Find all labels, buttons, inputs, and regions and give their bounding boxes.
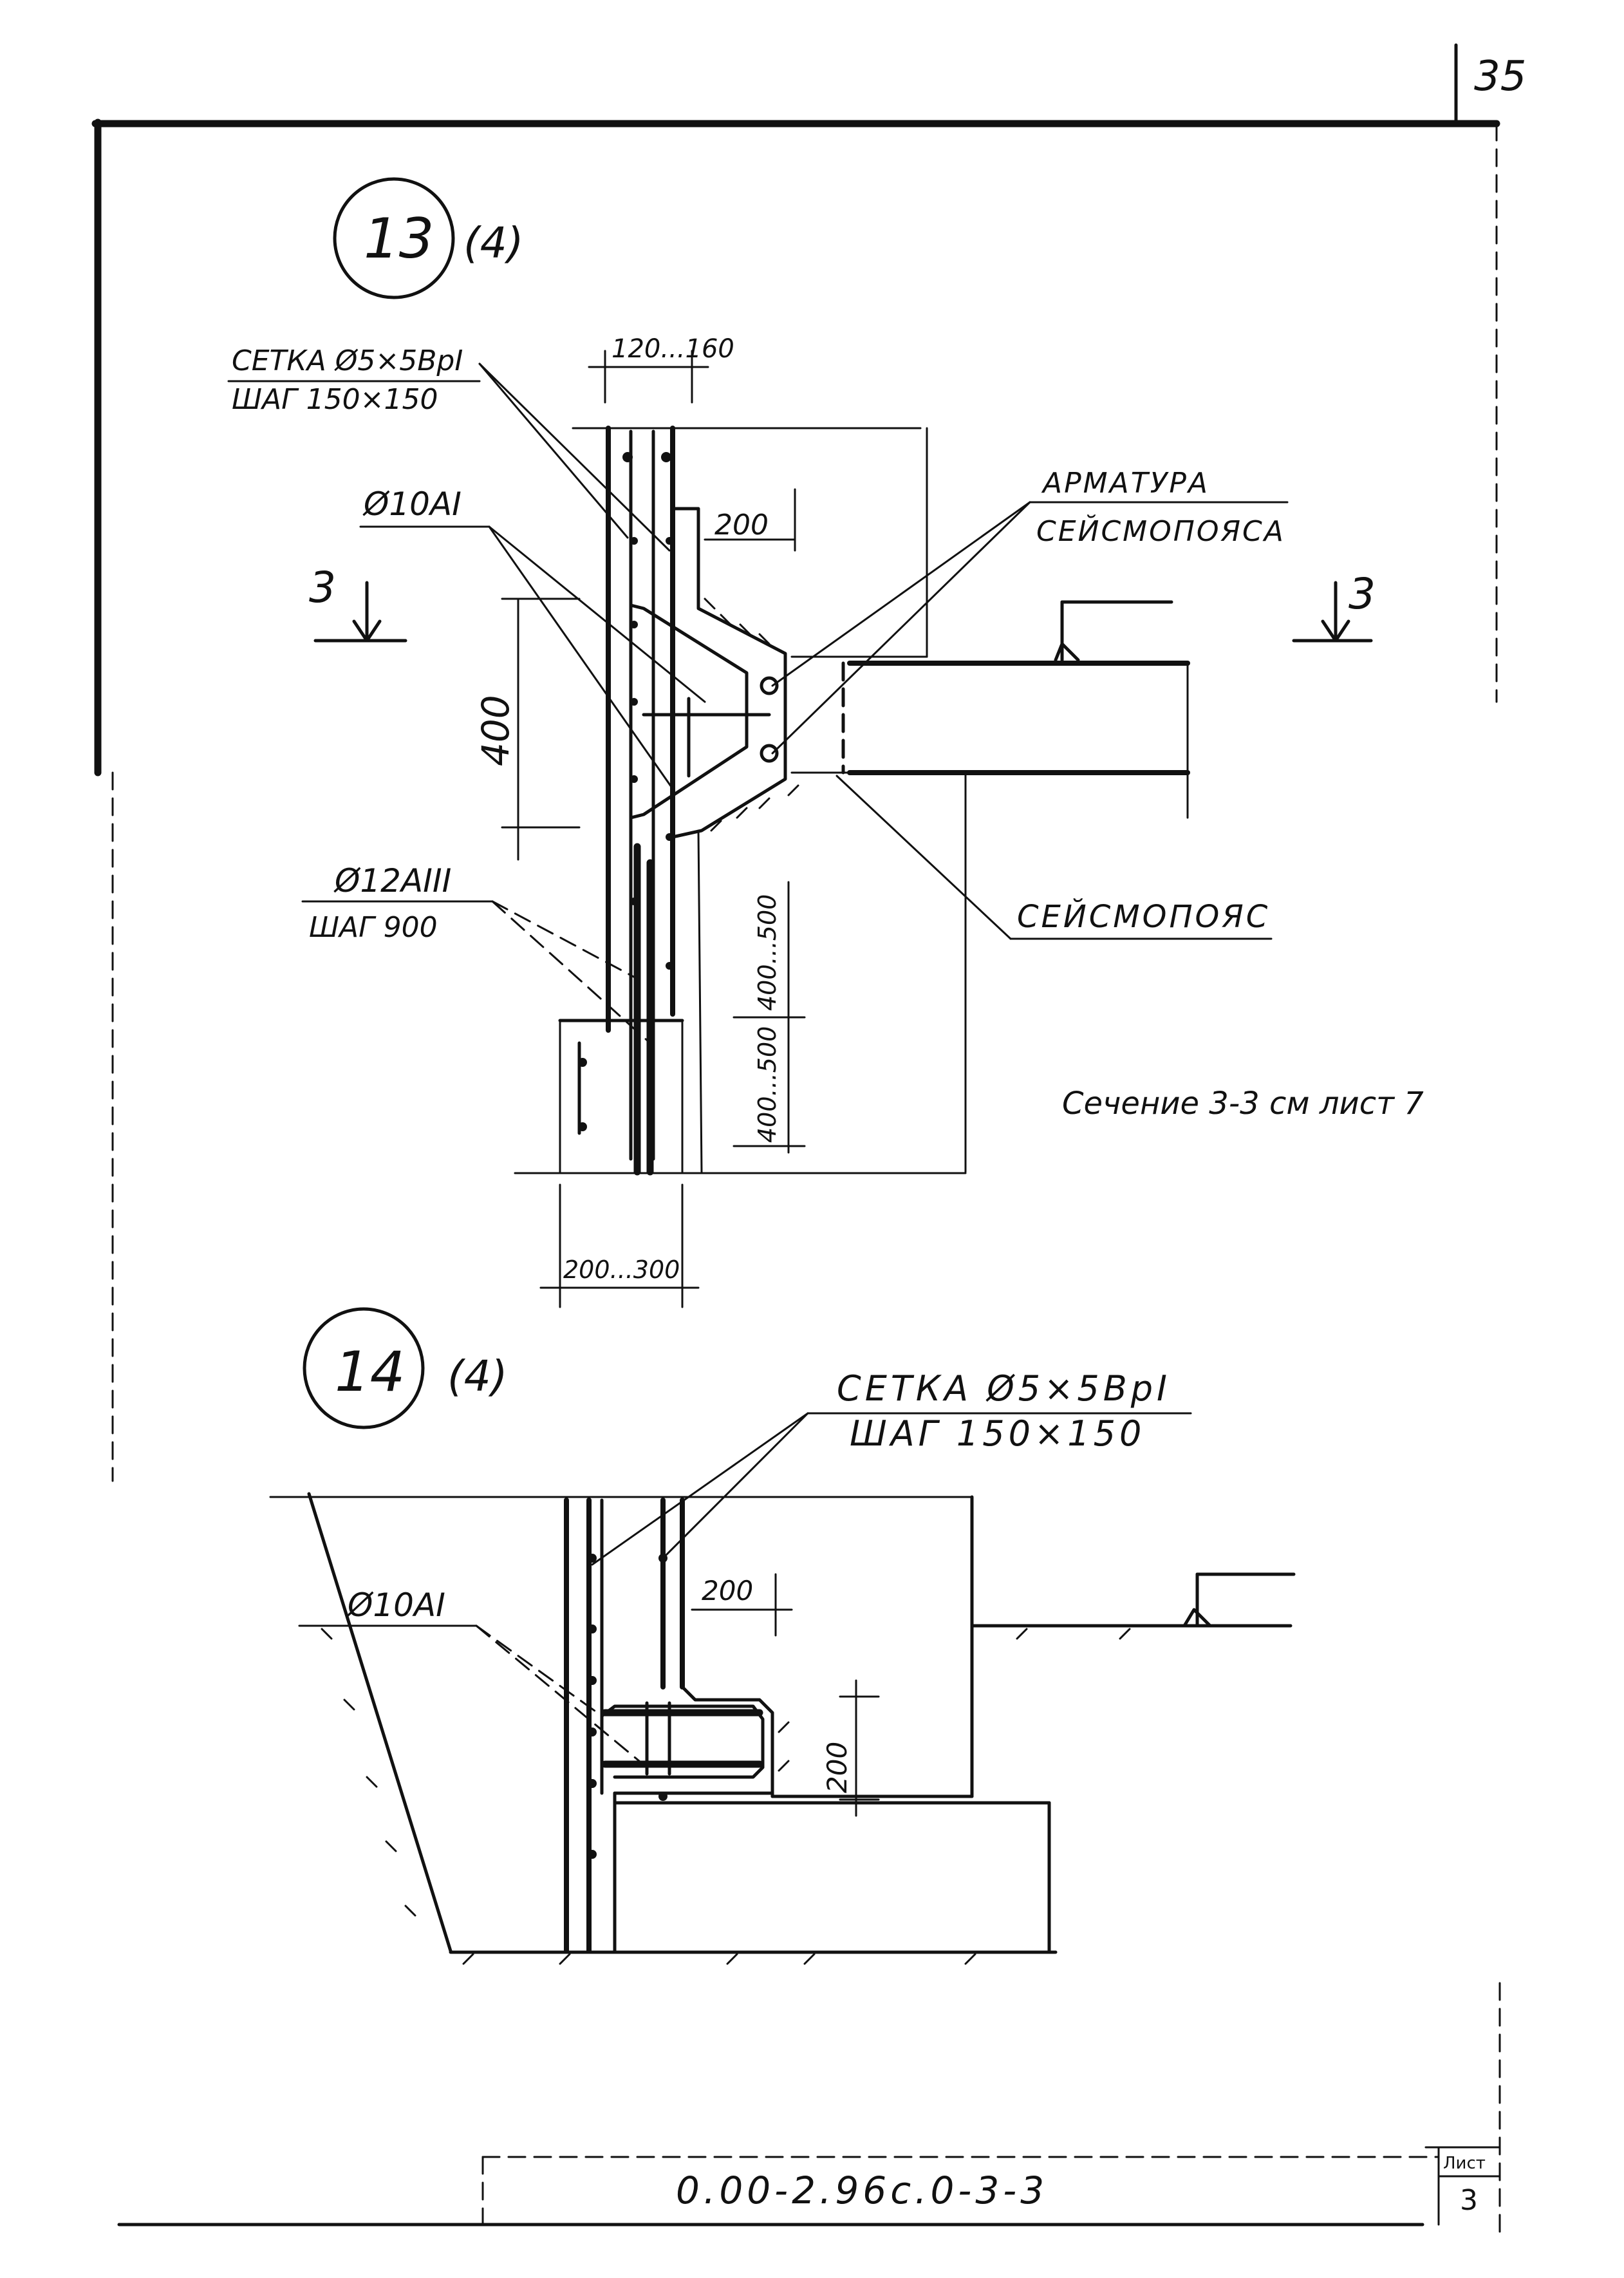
detail-14-circle [303,1307,425,1429]
dim-14-200-v-label: 200 [821,1742,853,1793]
sheet-number: 3 [1460,2184,1478,2217]
section-note: Сечение 3-3 см лист 7 [1062,1086,1424,1122]
dim-14-200-h [691,1573,793,1637]
armature-label-line2: СЕЙСМОПОЯСА [1036,514,1285,548]
section-cut-3-right [1292,581,1373,643]
dim-bottom-label: 200...300 [563,1256,680,1284]
dim-laps [733,881,806,1154]
dim-bottom [539,1183,700,1308]
detail-13-wall [572,426,1190,1176]
bar12-label-13: Ø12АIII [333,862,451,899]
bar12-step-13: ШАГ 900 [309,911,438,944]
detail-14-wall [269,1495,1296,1954]
dim-14-200-v [839,1679,880,1817]
dim-200-label: 200 [714,509,769,541]
leaders-14 [298,1412,1192,1769]
doc-code: 0.00-2.96с.0-3-3 [676,2169,1048,2212]
detail-13-level-marker [1054,600,1173,662]
section-cut-3-left [313,581,407,643]
dim-400-label: 400 [474,695,518,766]
title-block [481,2146,1501,2226]
dim-top [588,350,709,404]
sheet-frame [91,43,1501,2236]
detail-14: 14 (4) [269,1307,1296,1965]
section-cut-3-right-label: 3 [1349,569,1376,619]
detail-13-hatch [704,598,799,832]
detail-14-excavation [307,1492,1131,1965]
detail-13: 13 (4) [227,177,1424,1308]
dim-lower-lap-label: 400...500 [753,1026,781,1143]
mesh-label-14: СЕТКА Ø5×5ВрI [837,1368,1171,1409]
mesh-step-14: ШАГ 150×150 [850,1413,1145,1454]
dim-upper-lap-label: 400...500 [753,894,781,1011]
mesh-label-13: СЕТКА Ø5×5ВрI [232,344,463,377]
section-cut-3-left-label: 3 [309,563,336,612]
bar10-label-14: Ø10АI [346,1586,445,1624]
dim-200 [704,488,796,552]
mesh-step-13: ШАГ 150×150 [232,383,438,416]
detail-14-ref: (4) [447,1351,508,1401]
dim-top-label: 120...160 [611,334,734,364]
detail-13-circle [333,177,455,299]
detail-14-number: 14 [335,1340,405,1404]
leaders-13 [227,362,1289,1044]
sheet-label: Лист [1443,2154,1486,2173]
armature-label-line1: АРМАТУРА [1041,467,1209,500]
bar10-label-13: Ø10АI [362,485,462,523]
dim-14-200-h-label: 200 [702,1575,753,1606]
seismic-belt-label: СЕЙСМОПОЯС [1017,898,1270,935]
detail-13-ref: (4) [463,218,524,268]
detail-13-footing [514,1019,967,1174]
detail-13-number: 13 [364,207,434,271]
page-number: 35 [1474,53,1526,100]
